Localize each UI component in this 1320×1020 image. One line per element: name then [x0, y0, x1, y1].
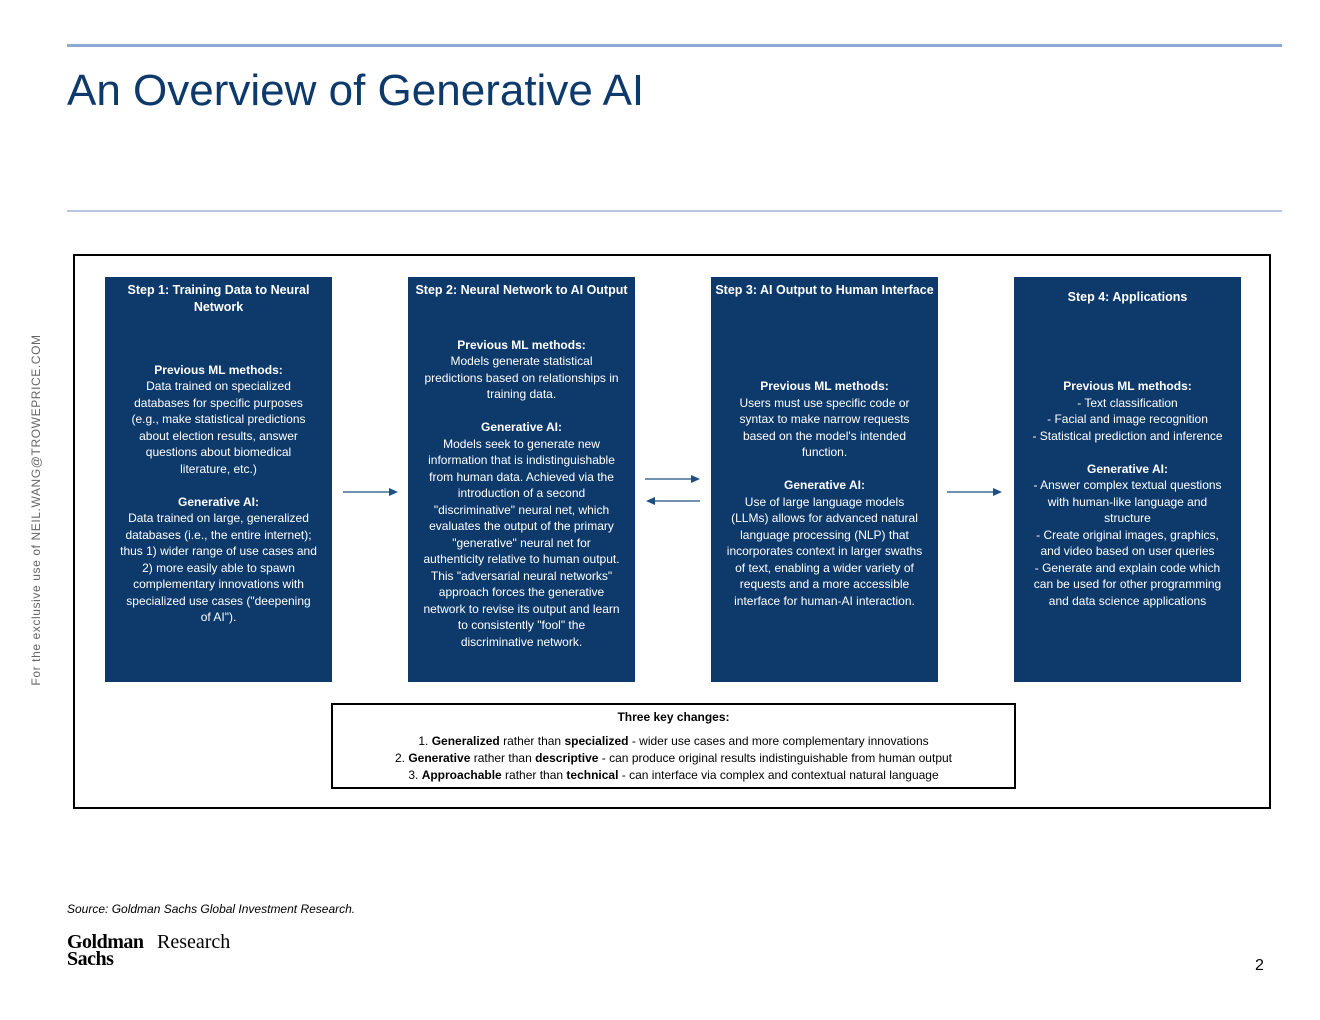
- key-change-item: 1. Generalized rather than specialized -…: [418, 734, 929, 748]
- step-1-box: Step 1: Training Data to Neural Network …: [105, 277, 332, 682]
- step-2-prev-heading: Previous ML methods:: [457, 337, 586, 352]
- step-3-box: Step 3: AI Output to Human Interface Pre…: [711, 277, 938, 682]
- arrow-step3-to-step2: [646, 497, 700, 505]
- logo-goldman: Goldman: [67, 931, 144, 953]
- step-2-gen-heading: Generative AI:: [481, 420, 562, 435]
- arrow-step2-to-step3: [645, 475, 700, 483]
- step-2-prev-text: Models generate statistical predictions …: [424, 354, 619, 402]
- step-4-header: Step 4: Applications: [1067, 290, 1188, 304]
- step-1-prev-text: Data trained on specialized databases fo…: [131, 379, 306, 476]
- divider-rule: [67, 210, 1282, 212]
- step-1-gen-heading: Generative AI:: [178, 494, 259, 509]
- step-2-header: Step 2: Neural Network to AI Output: [415, 283, 628, 297]
- step-1-gen-text: Data trained on large, generalized datab…: [120, 511, 317, 624]
- step-3-body: Previous ML methods: Users must use spec…: [713, 277, 936, 682]
- step-2-gen-text: Models seek to generate new information …: [423, 436, 620, 649]
- step-1-prev-heading: Previous ML methods:: [154, 362, 283, 377]
- step-3-header: Step 3: AI Output to Human Interface: [715, 283, 934, 297]
- step-4-gen-heading: Generative AI:: [1087, 461, 1168, 476]
- page-number: 2: [1255, 957, 1264, 974]
- step-3-gen-heading: Generative AI:: [784, 478, 865, 492]
- step-4-gen-text: - Answer complex textual questions with …: [1033, 478, 1222, 608]
- diagram-frame: [73, 254, 1271, 809]
- step-4-prev-text: - Text classification - Facial and image…: [1032, 395, 1223, 443]
- source-note: Source: Goldman Sachs Global Investment …: [67, 902, 356, 916]
- goldman-sachs-logo: Goldman Sachs Research: [67, 931, 230, 970]
- step-4-box: Step 4: Applications Previous ML methods…: [1014, 277, 1241, 682]
- arrow-step3-to-step4: [947, 488, 1002, 496]
- key-change-item: 3. Approachable rather than technical - …: [408, 768, 939, 782]
- watermark-text: For the exclusive use of NEIL.WANG@TROWE…: [29, 334, 43, 686]
- step-3-prev-heading: Previous ML methods:: [760, 379, 889, 393]
- step-1-header: Step 1: Training Data to Neural Network: [127, 283, 310, 314]
- key-changes-box: Three key changes: 1. Generalized rather…: [331, 703, 1016, 789]
- step-4-prev-heading: Previous ML methods:: [1063, 379, 1192, 393]
- arrow-step1-to-step2: [343, 488, 398, 496]
- step-1-body: Previous ML methods: Data trained on spe…: [107, 277, 330, 682]
- key-change-item: 2. Generative rather than descriptive - …: [394, 751, 952, 765]
- step-3-gen-text: Use of large language models (LLMs) allo…: [726, 494, 923, 608]
- logo-sachs: Sachs: [67, 948, 114, 970]
- step-2-box: Step 2: Neural Network to AI Output Prev…: [408, 277, 635, 682]
- step-2-body: Previous ML methods: Models generate sta…: [410, 277, 633, 682]
- logo-research: Research: [157, 931, 231, 953]
- step-4-body: Previous ML methods: - Text classificati…: [1016, 277, 1239, 682]
- top-rule: [67, 44, 1282, 47]
- page-title: An Overview of Generative AI: [67, 66, 645, 115]
- step-3-prev-text: Users must use specific code or syntax t…: [739, 395, 910, 460]
- key-changes-heading: Three key changes:: [617, 710, 730, 724]
